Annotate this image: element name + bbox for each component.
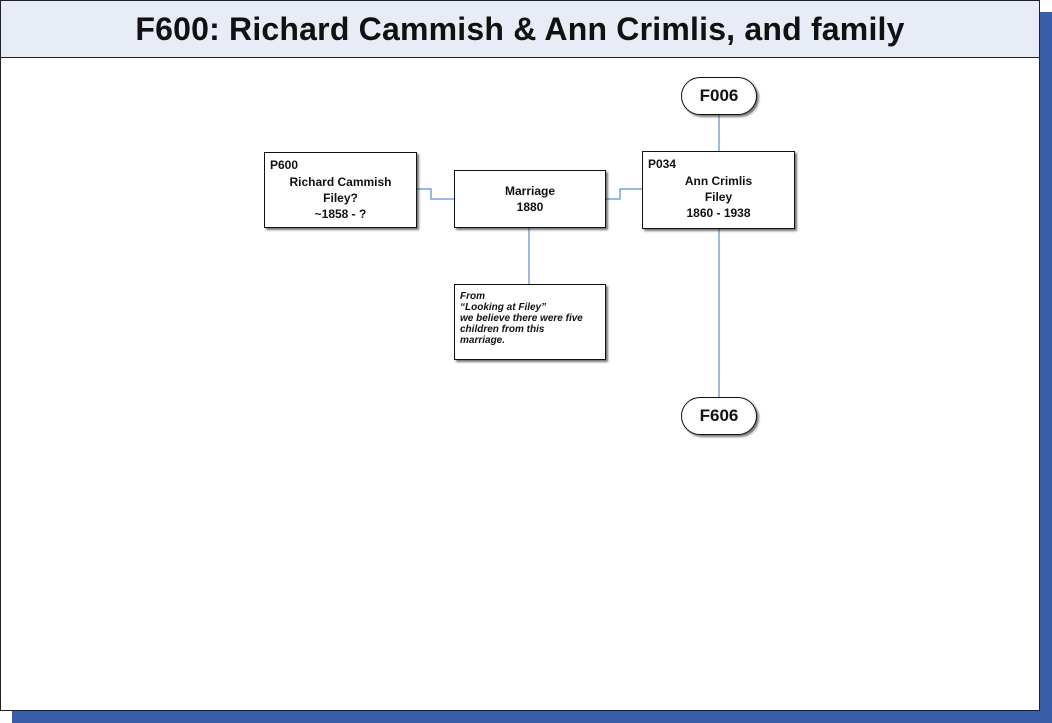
wife-dates: 1860 - 1938 — [686, 206, 751, 220]
marriage-box[interactable]: Marriage 1880 — [454, 170, 606, 228]
wife-place: Filey — [704, 190, 733, 204]
marriage-year: 1880 — [516, 200, 544, 214]
page-title: F600: Richard Cammish & Ann Crimlis, and… — [135, 10, 905, 47]
note-line: marriage. — [460, 335, 506, 346]
note-box: From “Looking at Filey” we believe there… — [454, 284, 606, 360]
note-line: From — [460, 291, 485, 302]
husband-name: Richard Cammish — [289, 175, 392, 189]
parent-family-link[interactable]: F006 — [681, 77, 757, 115]
note-line: we believe there were five — [460, 313, 583, 324]
child-family-link[interactable]: F606 — [681, 397, 757, 435]
note-line: children from this — [460, 324, 545, 335]
note-line: “Looking at Filey” — [460, 302, 547, 313]
child-family-link-label: F606 — [699, 406, 739, 425]
wife-marriage-connector — [605, 188, 643, 200]
title-bar: F600: Richard Cammish & Ann Crimlis, and… — [1, 1, 1039, 58]
husband-place: Filey? — [323, 191, 358, 205]
wife-id: P034 — [648, 157, 677, 171]
husband-id: P600 — [270, 158, 299, 172]
marriage-label: Marriage — [504, 184, 556, 198]
wife-name: Ann Crimlis — [684, 174, 753, 188]
husband-dates: ~1858 - ? — [314, 207, 367, 221]
wife-person-box[interactable]: P034 Ann Crimlis Filey 1860 - 1938 — [642, 151, 795, 229]
parent-family-link-label: F006 — [699, 86, 739, 105]
husband-person-box[interactable]: P600 Richard Cammish Filey? ~1858 - ? — [264, 152, 417, 228]
husband-marriage-connector — [416, 188, 455, 200]
